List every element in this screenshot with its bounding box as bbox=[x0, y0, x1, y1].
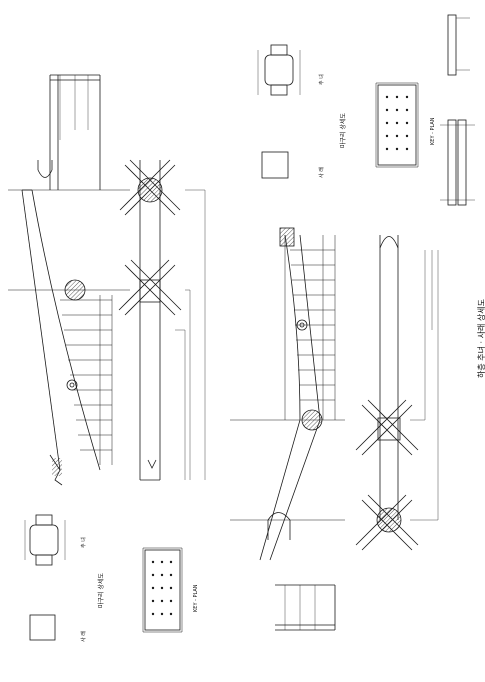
left-rafter-plan bbox=[118, 159, 206, 481]
left-key-plan-drawing bbox=[142, 547, 183, 633]
detail-title-left: 마구리 상세도 bbox=[98, 572, 105, 608]
detail-title-right: 마구리 상세도 bbox=[340, 112, 347, 148]
right-key-plan-drawing bbox=[375, 82, 419, 168]
key-plan-label-right: KEY - PLAN bbox=[430, 117, 436, 145]
section-label-right-b: 추 녀 bbox=[319, 74, 325, 85]
right-rafter-plan bbox=[355, 235, 439, 551]
section-label-right-a: 사 래 bbox=[319, 167, 325, 178]
right-rafter-elevation bbox=[230, 227, 345, 631]
section-label-left-b: 추 녀 bbox=[81, 537, 87, 548]
right-legend-bars bbox=[440, 14, 475, 206]
key-plan-label-left: KEY - PLAN bbox=[193, 584, 199, 612]
left-rafter-elevation bbox=[8, 74, 130, 486]
section-label-left-a: 사 래 bbox=[81, 631, 87, 642]
sheet-title: 하층 추녀 · 사래 상세도 bbox=[477, 299, 485, 378]
left-end-section-details bbox=[24, 514, 66, 641]
right-end-section-details bbox=[257, 44, 301, 179]
